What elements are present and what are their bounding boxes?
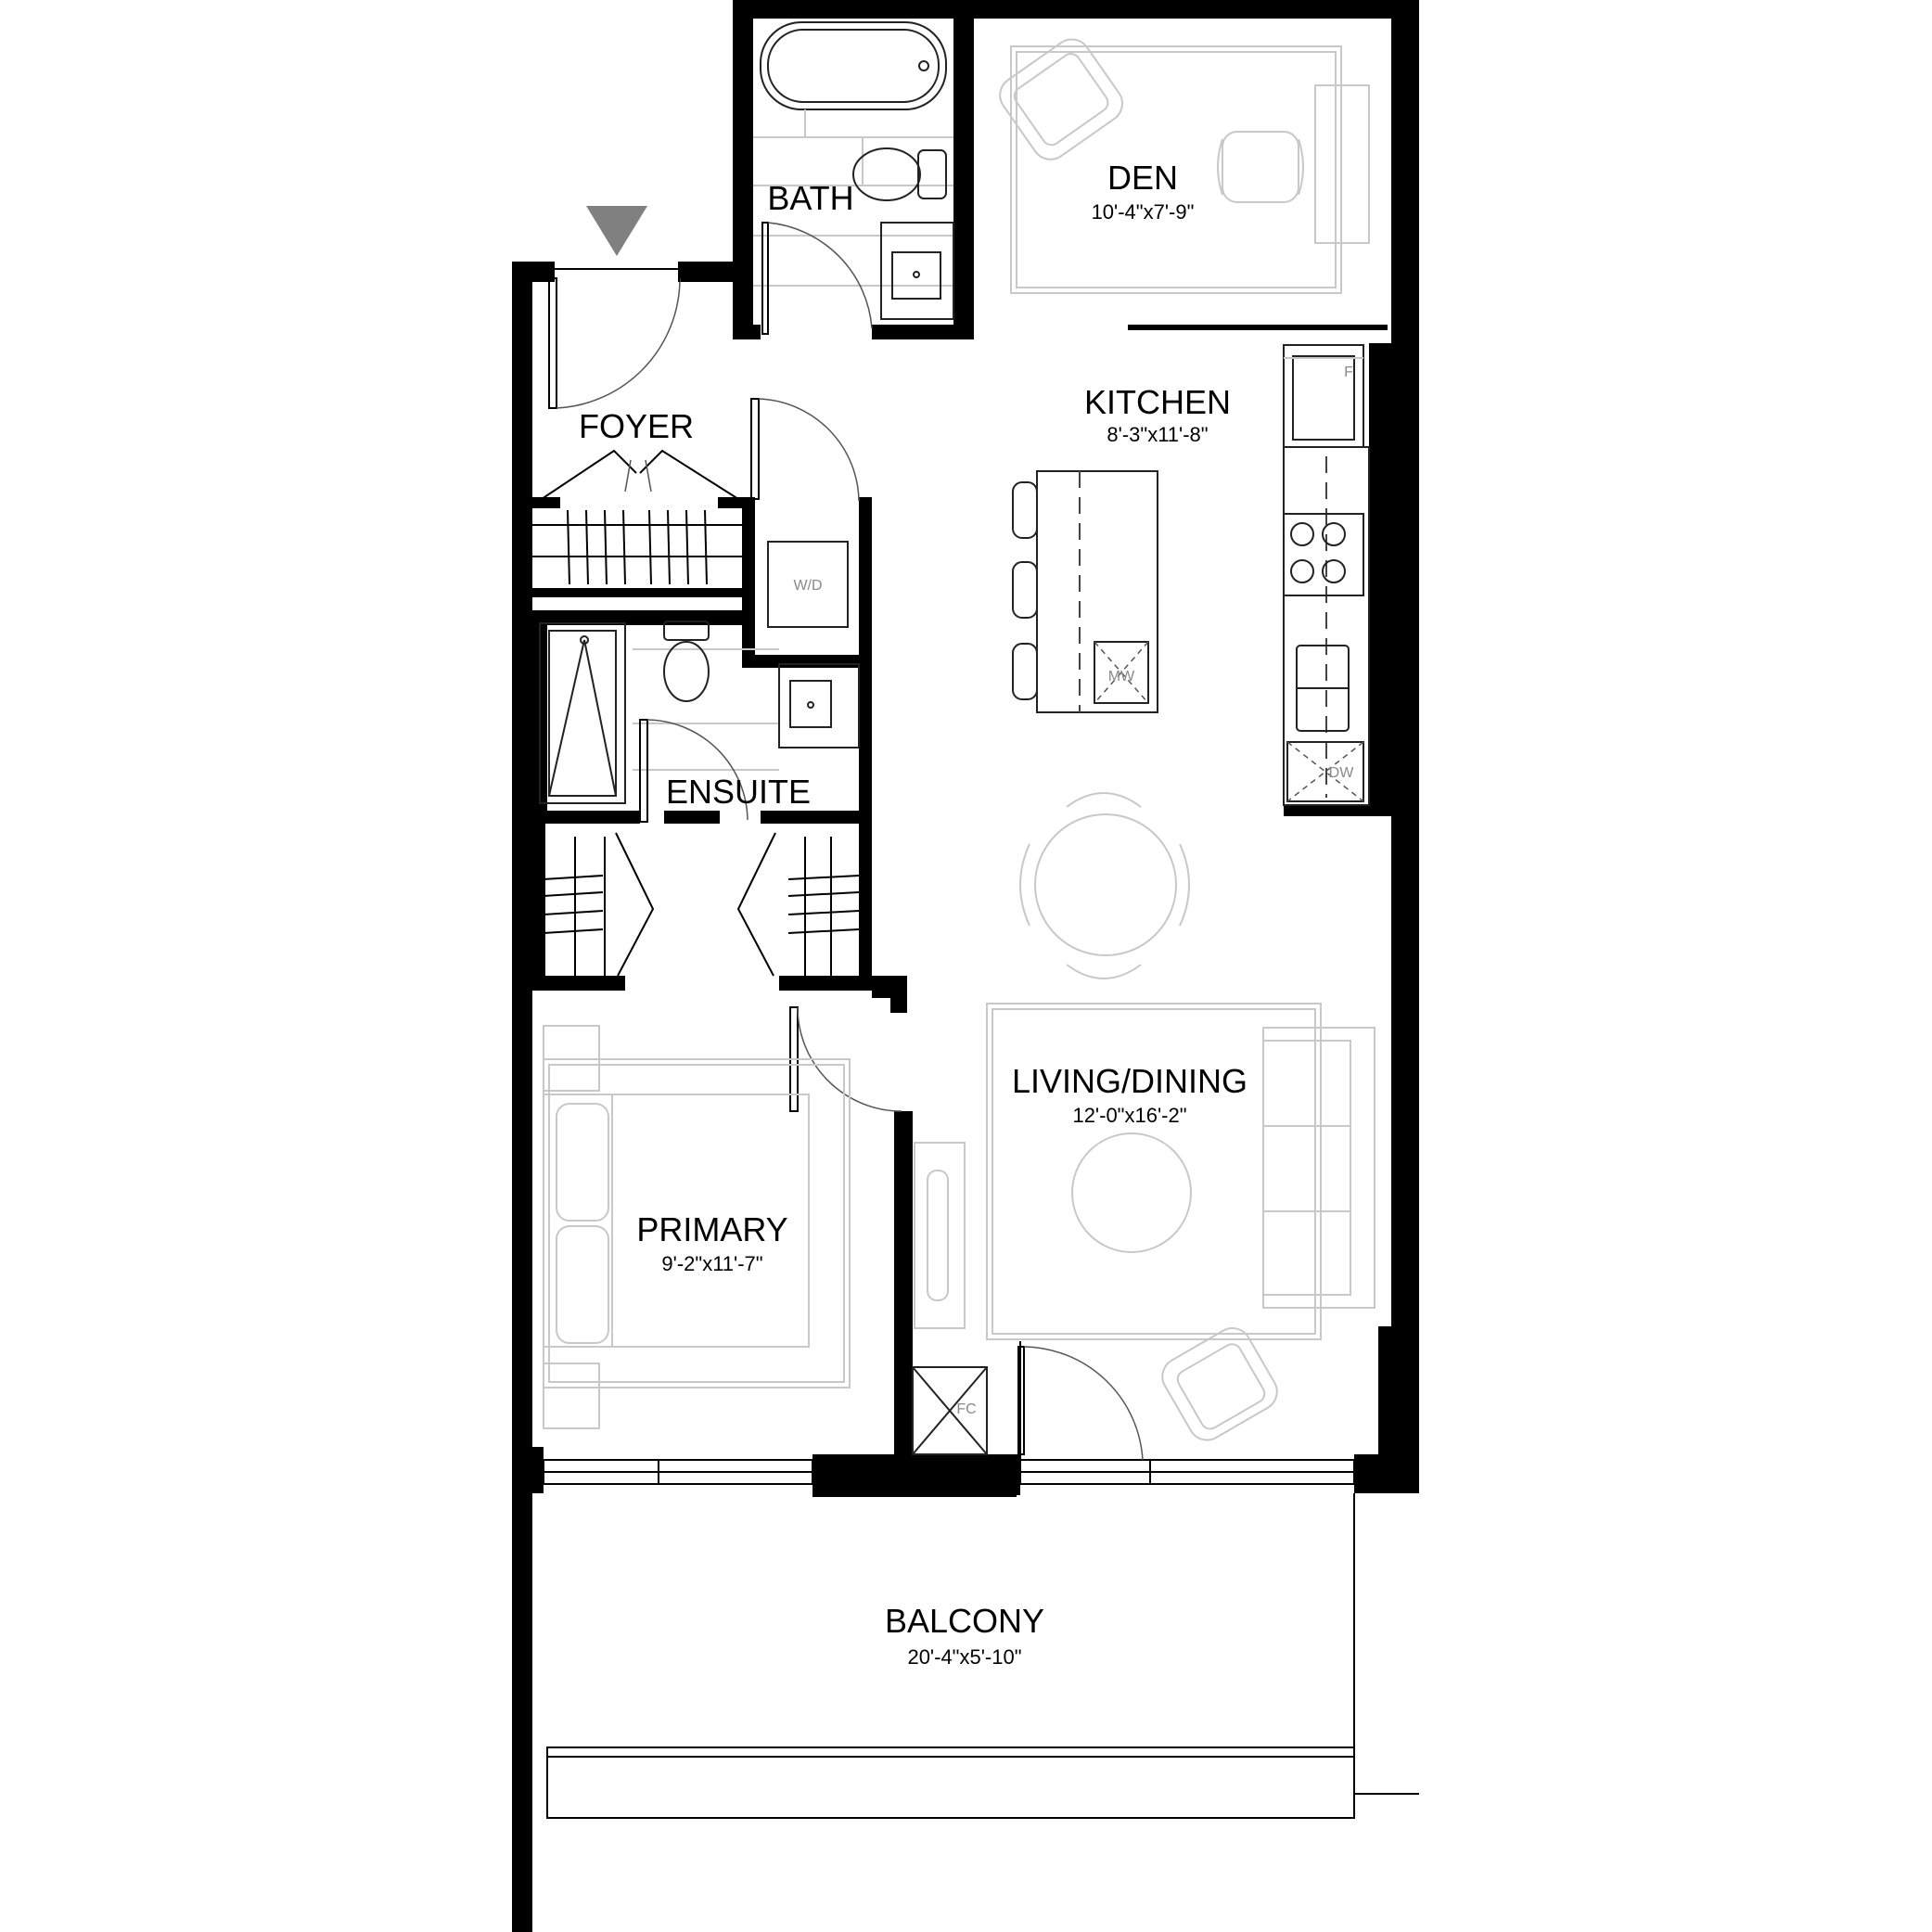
den-furniture: [999, 38, 1370, 294]
den-label: DEN: [1107, 159, 1178, 197]
balcony: [546, 1493, 1419, 1819]
fan-coil-label: FC: [956, 1401, 976, 1417]
primary-furniture: [543, 1006, 902, 1429]
fixture-labels: W/D MW F DW FC: [793, 365, 1354, 1417]
dishwasher-label: DW: [1329, 765, 1355, 781]
fridge-label: F: [1344, 365, 1353, 380]
window-wall: [543, 1341, 1355, 1485]
kitchen-dimensions: 8'-3"x11'-8": [1107, 423, 1208, 446]
kitchen-fixtures: [1012, 344, 1370, 806]
primary-closets: [543, 832, 860, 977]
room-labels: DEN 10'-4"x7'-9" BATH FOYER KITCHEN 8'-3…: [579, 159, 1247, 1669]
foyer-label: FOYER: [579, 407, 694, 445]
primary-dimensions: 9'-2"x11'-7": [661, 1252, 762, 1275]
balcony-dimensions: 20'-4"x5'-10": [907, 1645, 1021, 1669]
microwave-label: MW: [1108, 669, 1135, 685]
living-dimensions: 12'-0"x16'-2": [1072, 1104, 1186, 1127]
fan-coil: [912, 1366, 988, 1455]
living-furniture: [914, 1003, 1375, 1461]
dining-table: [1019, 792, 1190, 979]
den-dimensions: 10'-4"x7'-9": [1092, 200, 1195, 224]
washer-dryer-label: W/D: [793, 578, 822, 594]
ensuite-label: ENSUITE: [666, 773, 811, 811]
bath-label: BATH: [767, 179, 853, 217]
walls: [512, 0, 1419, 1932]
foyer-closet: [532, 449, 742, 585]
kitchen-label: KITCHEN: [1084, 383, 1231, 421]
entry-arrow-icon: [586, 206, 647, 256]
bath-fixtures: [753, 21, 954, 335]
entry-door: [548, 262, 681, 409]
balcony-label: BALCONY: [885, 1602, 1044, 1640]
living-label: LIVING/DINING: [1012, 1062, 1247, 1100]
ensuite-fixtures: [539, 621, 860, 823]
laundry: [750, 398, 860, 628]
primary-label: PRIMARY: [636, 1210, 787, 1248]
